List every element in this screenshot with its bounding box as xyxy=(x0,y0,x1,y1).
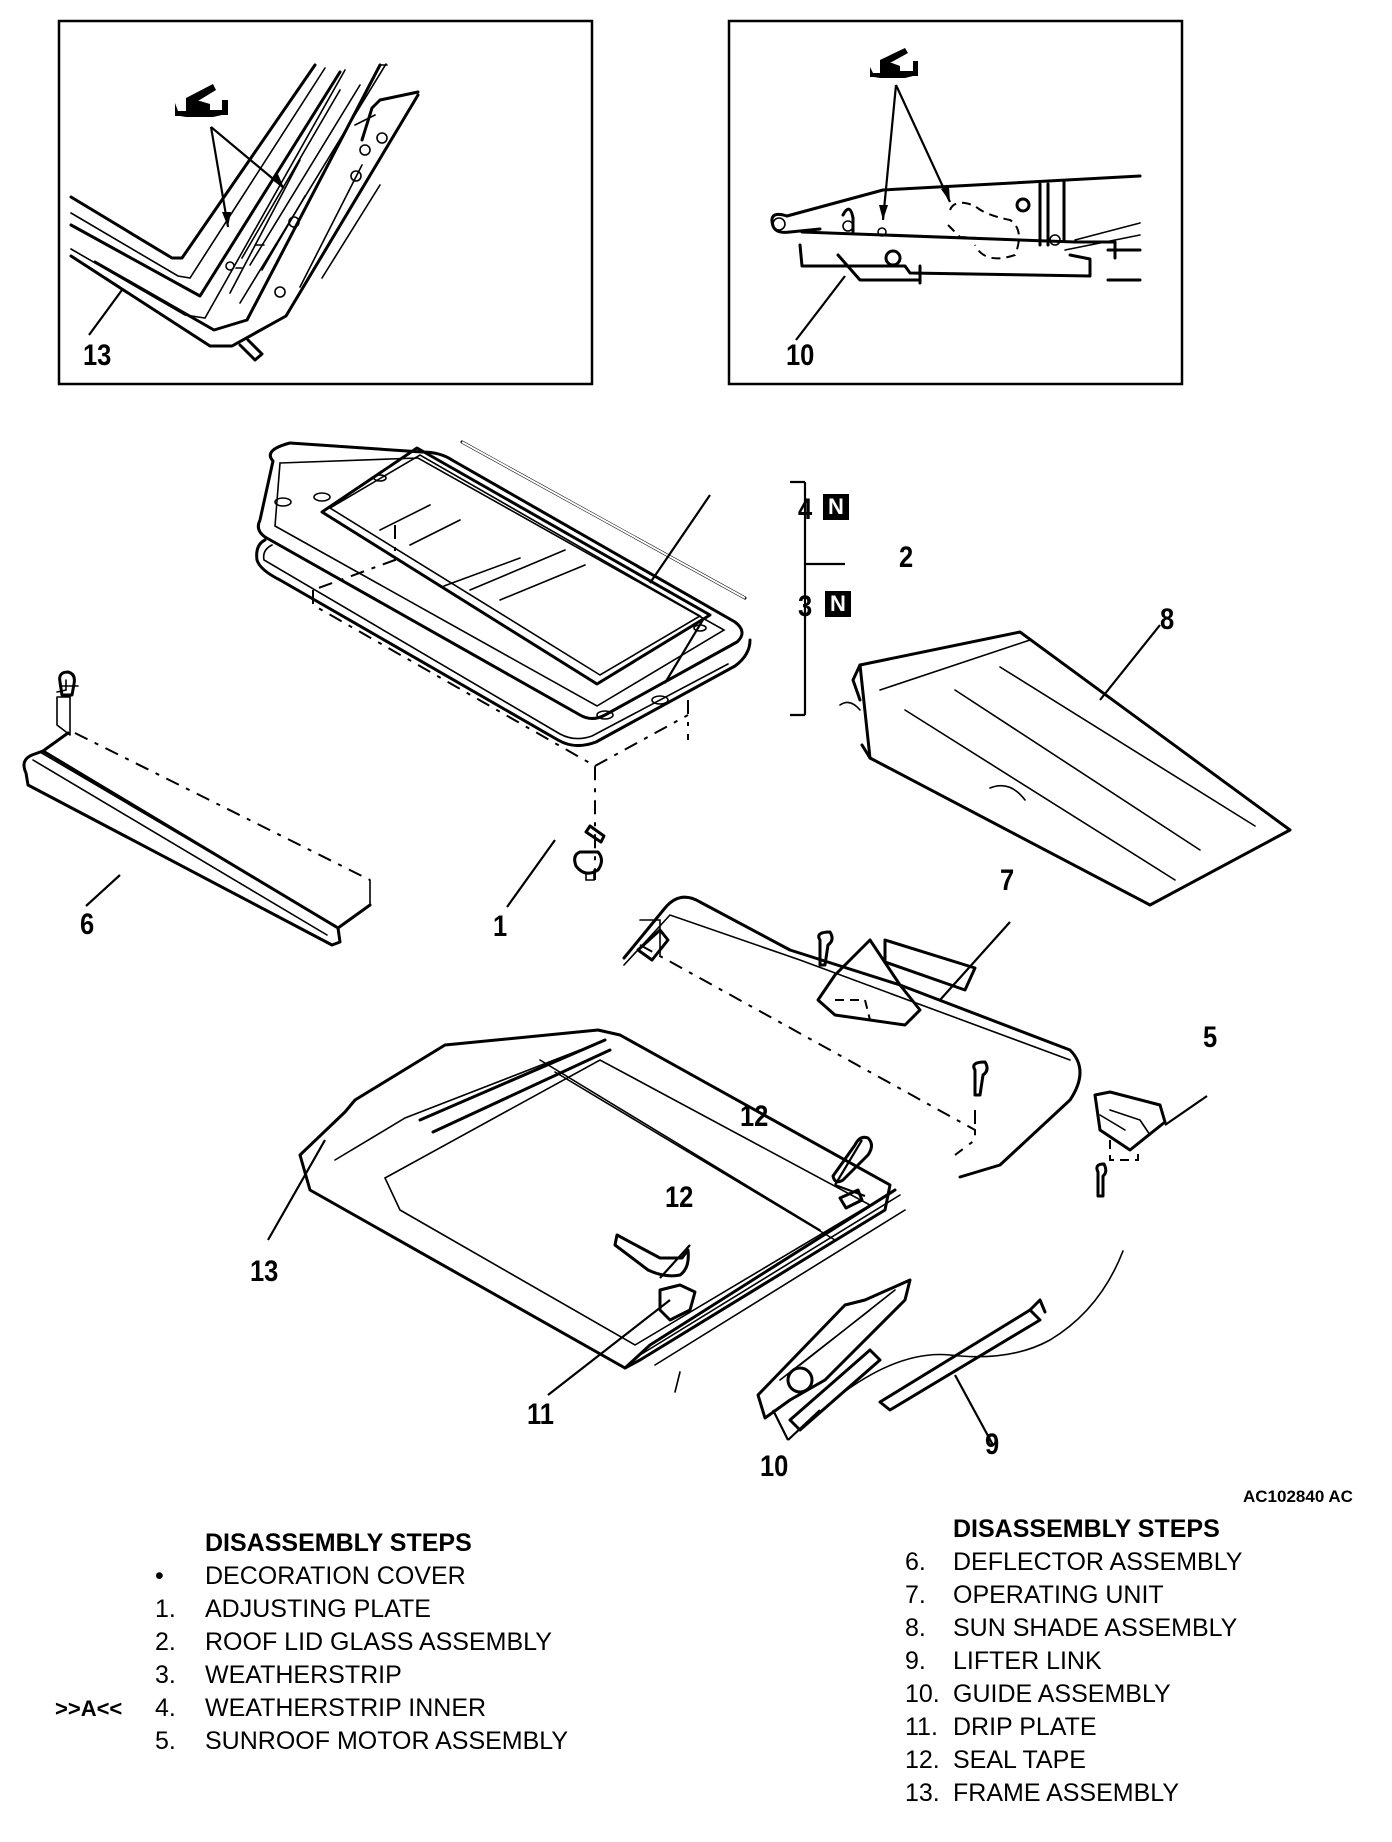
step-item: 8. SUN SHADE ASSEMBLY xyxy=(905,1612,1345,1645)
step-item: 5. SUNROOF MOTOR ASSEMBLY xyxy=(155,1725,715,1758)
lifter-link xyxy=(839,1250,1124,1412)
callout-2: 2 xyxy=(899,541,914,574)
step-label: WEATHERSTRIP INNER xyxy=(205,1694,487,1722)
leader-lines xyxy=(85,480,1208,1446)
step-label: SUNROOF MOTOR ASSEMBLY xyxy=(205,1727,569,1755)
step-number: 2. xyxy=(155,1628,176,1656)
deflector-assembly xyxy=(22,670,372,947)
steps-heading: DISASSEMBLY STEPS xyxy=(205,1529,472,1557)
step-number: 1. xyxy=(155,1595,176,1623)
step-number: 7. xyxy=(905,1581,926,1609)
detail-callout-10: 10 xyxy=(786,339,815,372)
callout-7: 7 xyxy=(1000,864,1015,897)
step-item: • DECORATION COVER xyxy=(155,1560,715,1593)
step-item: 6. DEFLECTOR ASSEMBLY xyxy=(905,1546,1345,1579)
callout-12-upper: 12 xyxy=(740,1100,769,1133)
step-item: 2. ROOF LID GLASS ASSEMBLY xyxy=(155,1626,715,1659)
step-label: DRIP PLATE xyxy=(953,1713,1097,1741)
step-number: 8. xyxy=(905,1614,926,1642)
step-item: 9. LIFTER LINK xyxy=(905,1645,1345,1678)
sealant-gun-icon xyxy=(175,84,228,117)
step-label: OPERATING UNIT xyxy=(953,1581,1164,1609)
seal-tape-upper xyxy=(831,1135,873,1210)
step-label: FRAME ASSEMBLY xyxy=(953,1779,1179,1807)
step-item: 10. GUIDE ASSEMBLY xyxy=(905,1678,1345,1711)
step-label: ADJUSTING PLATE xyxy=(205,1595,431,1623)
step-label: GUIDE ASSEMBLY xyxy=(953,1680,1171,1708)
adjusting-plate xyxy=(573,824,606,881)
seal-tape-lower xyxy=(613,1233,690,1278)
disassembly-steps-left: DISASSEMBLY STEPS • DECORATION COVER 1. … xyxy=(55,1527,715,1758)
callout-5: 5 xyxy=(1203,1021,1218,1054)
procedure-marker: >>A<< xyxy=(55,1696,123,1721)
weatherstrip xyxy=(255,538,752,747)
new-part-badge-4: N xyxy=(823,494,849,520)
roof-lid-glass-assembly xyxy=(256,441,744,720)
new-part-badge-3: N xyxy=(825,591,851,617)
detail-view-frame-corner xyxy=(57,19,594,386)
detail-view-guide xyxy=(727,19,1184,386)
step-number: 12. xyxy=(905,1746,940,1774)
callout-11: 11 xyxy=(527,1398,554,1431)
callout-3: 3 xyxy=(798,590,813,623)
callout-8: 8 xyxy=(1160,603,1175,636)
step-number: 10. xyxy=(905,1680,940,1708)
step-label: LIFTER LINK xyxy=(953,1647,1102,1675)
callout-13: 13 xyxy=(250,1255,279,1288)
step-label: WEATHERSTRIP xyxy=(205,1661,402,1689)
step-item: 12. SEAL TAPE xyxy=(905,1744,1345,1777)
step-label: ROOF LID GLASS ASSEMBLY xyxy=(205,1628,552,1656)
step-number: 6. xyxy=(905,1548,926,1576)
step-item: 3. WEATHERSTRIP xyxy=(155,1659,715,1692)
callout-4: 4 xyxy=(798,493,813,526)
frame-corner-drawing xyxy=(69,63,420,362)
step-item: 11. DRIP PLATE xyxy=(905,1711,1345,1744)
step-item: 1. ADJUSTING PLATE xyxy=(155,1593,715,1626)
disassembly-steps-right: DISASSEMBLY STEPS 6. DEFLECTOR ASSEMBLY … xyxy=(905,1513,1345,1810)
callout-1: 1 xyxy=(493,910,508,943)
step-item: >>A<< 4. WEATHERSTRIP INNER xyxy=(55,1692,715,1725)
step-label: DEFLECTOR ASSEMBLY xyxy=(953,1548,1243,1576)
step-number: 5. xyxy=(155,1727,176,1755)
step-item: 7. OPERATING UNIT xyxy=(905,1579,1345,1612)
drip-plate xyxy=(658,1283,697,1322)
frame-assembly xyxy=(298,1028,906,1393)
sealant-gun-icon xyxy=(870,48,918,78)
operating-unit xyxy=(622,895,1082,1179)
step-number: 4. xyxy=(155,1694,176,1722)
detail-callout-13: 13 xyxy=(83,339,112,372)
step-label: SEAL TAPE xyxy=(953,1746,1086,1774)
figure-id: AC102840 AC xyxy=(1243,1487,1353,1506)
sun-shade-assembly xyxy=(839,630,1292,907)
callout-9: 9 xyxy=(985,1428,1000,1461)
step-label: DECORATION COVER xyxy=(205,1562,466,1590)
guide-side-drawing xyxy=(770,174,1142,285)
step-number: 3. xyxy=(155,1661,176,1689)
weatherstrip-inner xyxy=(460,440,747,600)
steps-heading: DISASSEMBLY STEPS xyxy=(953,1515,1220,1543)
callout-10: 10 xyxy=(760,1450,789,1483)
callout-6: 6 xyxy=(80,908,95,941)
step-number: 11. xyxy=(905,1713,938,1741)
step-bullet: • xyxy=(155,1562,164,1590)
step-number: 9. xyxy=(905,1647,926,1675)
sunroof-motor-assembly xyxy=(1093,1090,1167,1198)
step-item: 13. FRAME ASSEMBLY xyxy=(905,1777,1345,1810)
callout-12-lower: 12 xyxy=(665,1181,694,1214)
step-number: 13. xyxy=(905,1779,940,1807)
step-label: SUN SHADE ASSEMBLY xyxy=(953,1614,1238,1642)
